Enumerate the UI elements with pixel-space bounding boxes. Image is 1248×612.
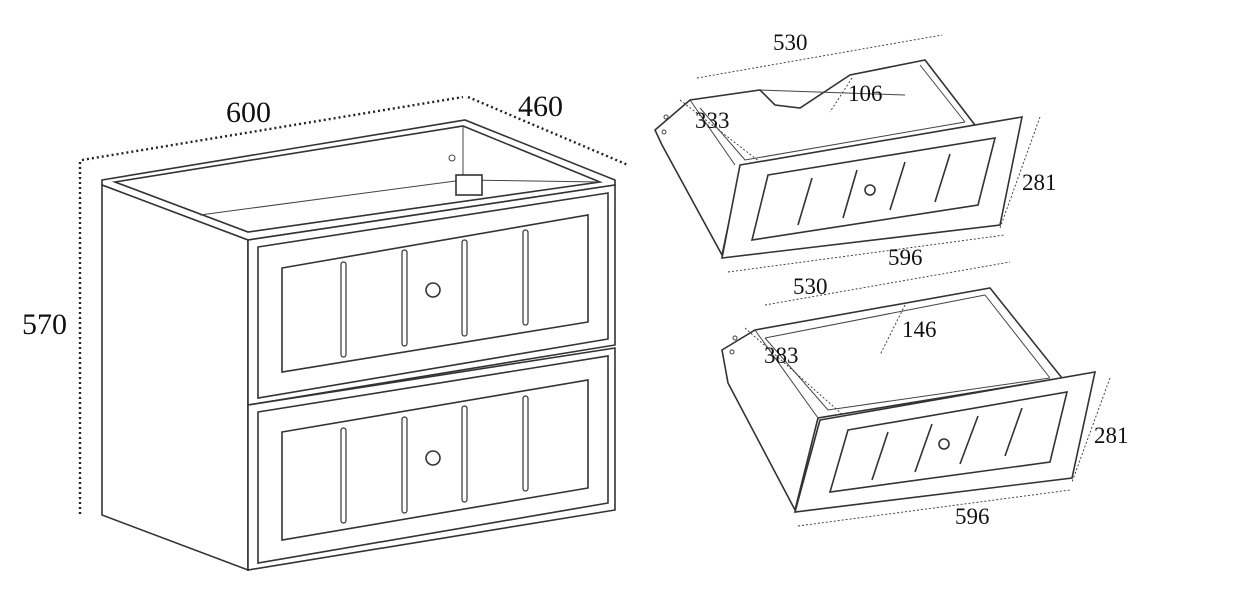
cabinet-side-panel [101, 183, 249, 572]
top-drawer-length-label: 530 [773, 30, 808, 55]
bottom-drawer-side-label: 383 [764, 343, 799, 368]
bottom-drawer-grooves [871, 407, 1023, 481]
hinge-bracket [455, 174, 483, 196]
bottom-drawer-side-height-label: 146 [902, 317, 937, 342]
bottom-drawer-front-width-label: 596 [955, 504, 990, 529]
bottom-drawer-front-height-label: 281 [1094, 423, 1129, 448]
cabinet-depth-label: 460 [518, 90, 563, 123]
top-drawer-knob [864, 184, 876, 196]
upper-drawer-grooves [340, 229, 529, 358]
mounting-hole [448, 154, 456, 162]
top-drawer-grooves [797, 153, 951, 226]
cabinet-width-label: 600 [226, 96, 271, 129]
lower-drawer-knob [425, 450, 441, 466]
top-drawer-front-height-label: 281 [1022, 170, 1057, 195]
top-drawer-drawing: 530 106 333 281 596 [654, 30, 1057, 273]
bottom-drawer-drawing: 530 146 383 281 596 [721, 261, 1129, 529]
cabinet-height-label: 570 [22, 308, 67, 341]
cabinet-drawing [101, 119, 616, 572]
depth-dimension-line [467, 95, 629, 167]
top-drawer-side-label: 333 [695, 108, 730, 133]
cabinet-dimensions: 600 460 570 [22, 90, 629, 515]
top-drawer-front-width-label: 596 [888, 245, 923, 270]
bottom-drawer-length-label: 530 [793, 274, 828, 299]
top-drawer-cutout-label: 106 [848, 81, 883, 106]
upper-drawer-knob [425, 282, 441, 298]
lower-drawer-grooves [340, 395, 529, 524]
bottom-drawer-knob [938, 438, 950, 450]
width-dimension-line [81, 95, 464, 162]
